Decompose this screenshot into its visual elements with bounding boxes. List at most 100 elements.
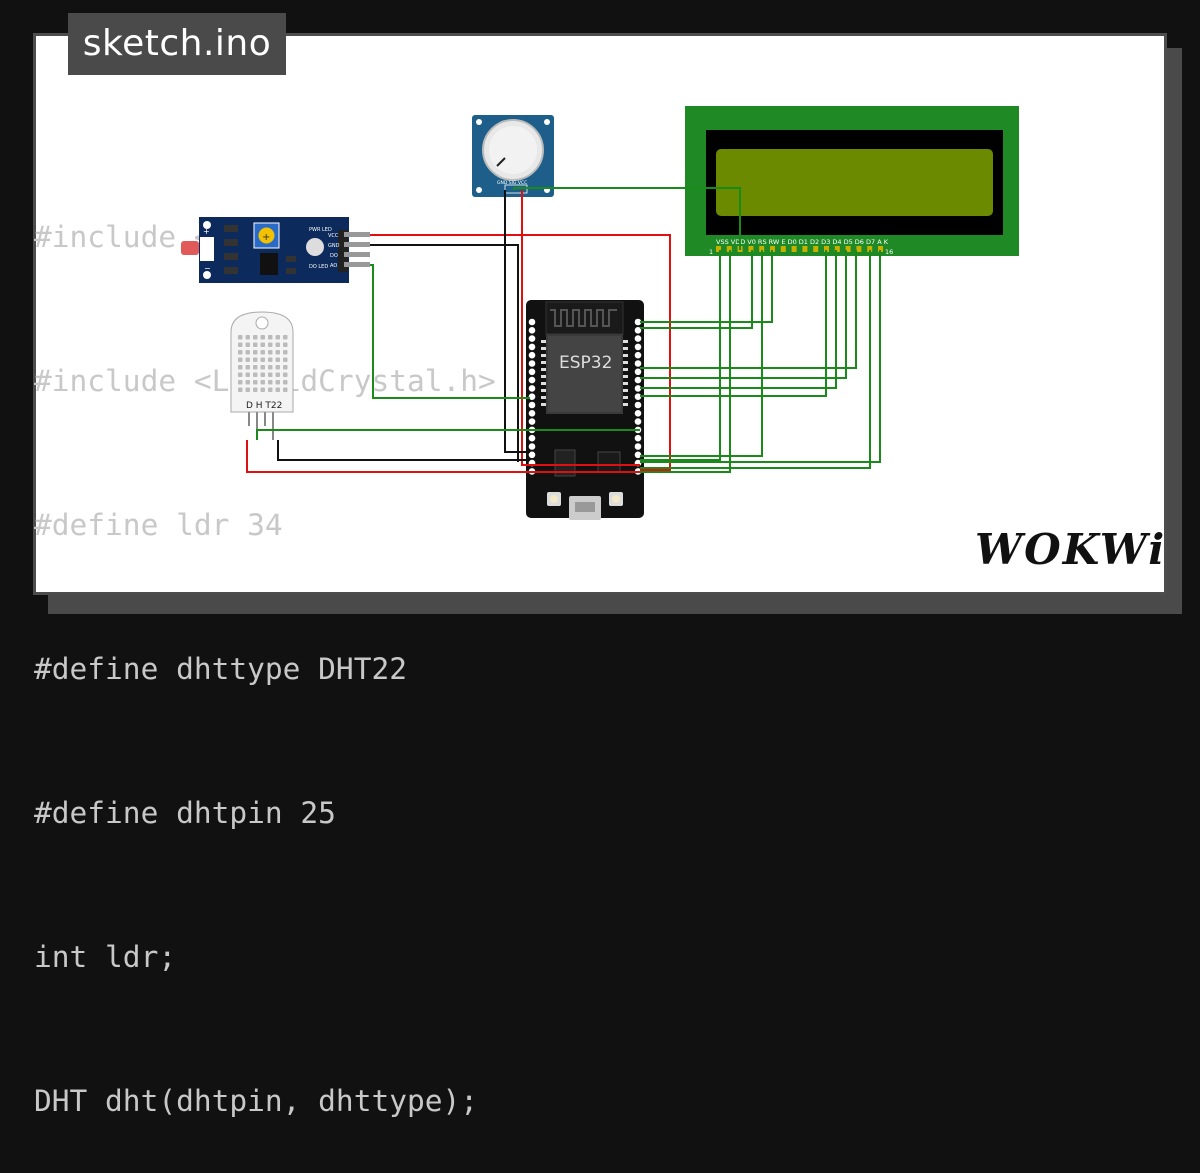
chip-pad [623, 403, 628, 406]
esp32-pin [528, 451, 536, 459]
ldr-module[interactable]: + − + PWR LED DO LED VCC GND DO AO [181, 217, 370, 283]
grill-hole [245, 365, 250, 370]
grill-hole [238, 350, 243, 355]
grill-hole [275, 357, 280, 362]
do-led-label: DO LED [309, 264, 328, 270]
grill-hole [275, 342, 280, 347]
wire-green-ldr-ao [370, 264, 530, 399]
esp32-pin [528, 401, 536, 409]
chip-pad [541, 354, 546, 357]
grill-hole [275, 372, 280, 377]
wire-green-lcd-d4 [640, 250, 827, 397]
lcd-pin [867, 246, 873, 252]
lcd-pin-labels: VSS VDD V0 RS RW E D0 D1 D2 D3 D4 D5 D6 … [716, 238, 889, 246]
dht22-sensor[interactable]: D H T22 [230, 311, 294, 440]
esp32-pin [528, 343, 536, 351]
grill-hole [260, 357, 265, 362]
wire-green-lcd-rw [640, 250, 763, 457]
wire-green-lcd-d6 [640, 250, 847, 379]
wire-green-dht-data [256, 429, 640, 440]
esp32-pin [634, 385, 642, 392]
grill-hole [268, 350, 273, 355]
esp32-pin [528, 434, 536, 442]
esp32-pin [634, 368, 642, 376]
file-tab[interactable]: sketch.ino [68, 13, 286, 75]
grill-hole [253, 387, 258, 392]
grill-hole [260, 350, 265, 355]
svg-text:+: + [203, 227, 210, 236]
wire-red-pot-vcc [521, 190, 640, 466]
grill-hole [283, 357, 288, 362]
chip-pad [541, 403, 546, 406]
esp32-pin [634, 434, 642, 442]
grill-hole [238, 342, 243, 347]
wire-green-lcd-vdd [640, 250, 731, 473]
esp32-pin [634, 376, 642, 384]
chip-pad [623, 361, 628, 364]
wire-green-lcd-a [640, 250, 871, 469]
wire-black-pot-gnd [504, 190, 530, 453]
esp32-pin [634, 401, 642, 409]
lcd-pin [845, 246, 851, 252]
esp32-pin [634, 360, 642, 367]
lcd-pin [726, 246, 732, 252]
grill-hole [238, 335, 243, 340]
lcd-display[interactable]: VSS VDD V0 RS RW E D0 D1 D2 D3 D4 D5 D6 … [685, 106, 1019, 256]
chip-pad [623, 382, 628, 385]
grill-hole [268, 357, 273, 362]
esp32-pin [634, 393, 642, 401]
wire-black-ldr-gnd [370, 244, 519, 462]
dht-label: D H T22 [246, 401, 282, 411]
grill-hole [238, 380, 243, 385]
esp32-board[interactable]: ESP32 [526, 300, 644, 520]
grill-hole [245, 350, 250, 355]
esp32-pin [528, 351, 536, 359]
esp32-pin [528, 368, 536, 376]
code-line: int ldr; [34, 940, 177, 974]
lcd-pin [824, 246, 829, 252]
ldr-pin-ao: AO [330, 263, 337, 269]
grill-hole [283, 350, 288, 355]
lcd-pin [802, 246, 808, 252]
ldr-pin-gnd: GND [328, 243, 340, 249]
esp32-pin [634, 318, 642, 326]
grill-hole [283, 335, 288, 340]
wires [246, 187, 881, 473]
esp32-left-header [528, 318, 536, 475]
grill-hole [283, 365, 288, 370]
grill-hole [245, 372, 250, 377]
lcd-pin [716, 246, 721, 252]
lcd-pin [770, 246, 775, 252]
chip-pad [623, 368, 628, 371]
potentiometer[interactable]: GND SIG VCC [472, 115, 554, 197]
grill-hole [260, 372, 265, 377]
grill-hole [260, 365, 265, 370]
chip-pad [623, 389, 628, 392]
chip-pad [541, 375, 546, 378]
chip-pad [623, 396, 628, 399]
grill-hole [268, 335, 273, 340]
esp32-right-header [634, 318, 642, 475]
chip-pad [541, 361, 546, 364]
ldr-pin-do: DO [330, 253, 338, 259]
chip-pad [623, 354, 628, 357]
grill-hole [275, 335, 280, 340]
grill-hole [253, 335, 258, 340]
esp32-pin [528, 443, 536, 450]
lcd-pin [856, 246, 862, 252]
grill-hole [268, 387, 273, 392]
grill-hole [283, 380, 288, 385]
grill-hole [268, 342, 273, 347]
grill-hole [283, 342, 288, 347]
wire-green-lcd-e [640, 250, 773, 323]
grill-hole [253, 357, 258, 362]
grill-hole [275, 380, 280, 385]
wokwi-logo: WOKWi [975, 525, 1167, 574]
lcd-pin-first: 1 [709, 248, 713, 256]
lcd-pin [759, 246, 765, 252]
svg-text:−: − [204, 264, 211, 273]
chip-pad [623, 340, 628, 343]
grill-hole [260, 380, 265, 385]
lcd-pin [780, 246, 786, 252]
lcd-pin [834, 246, 840, 252]
